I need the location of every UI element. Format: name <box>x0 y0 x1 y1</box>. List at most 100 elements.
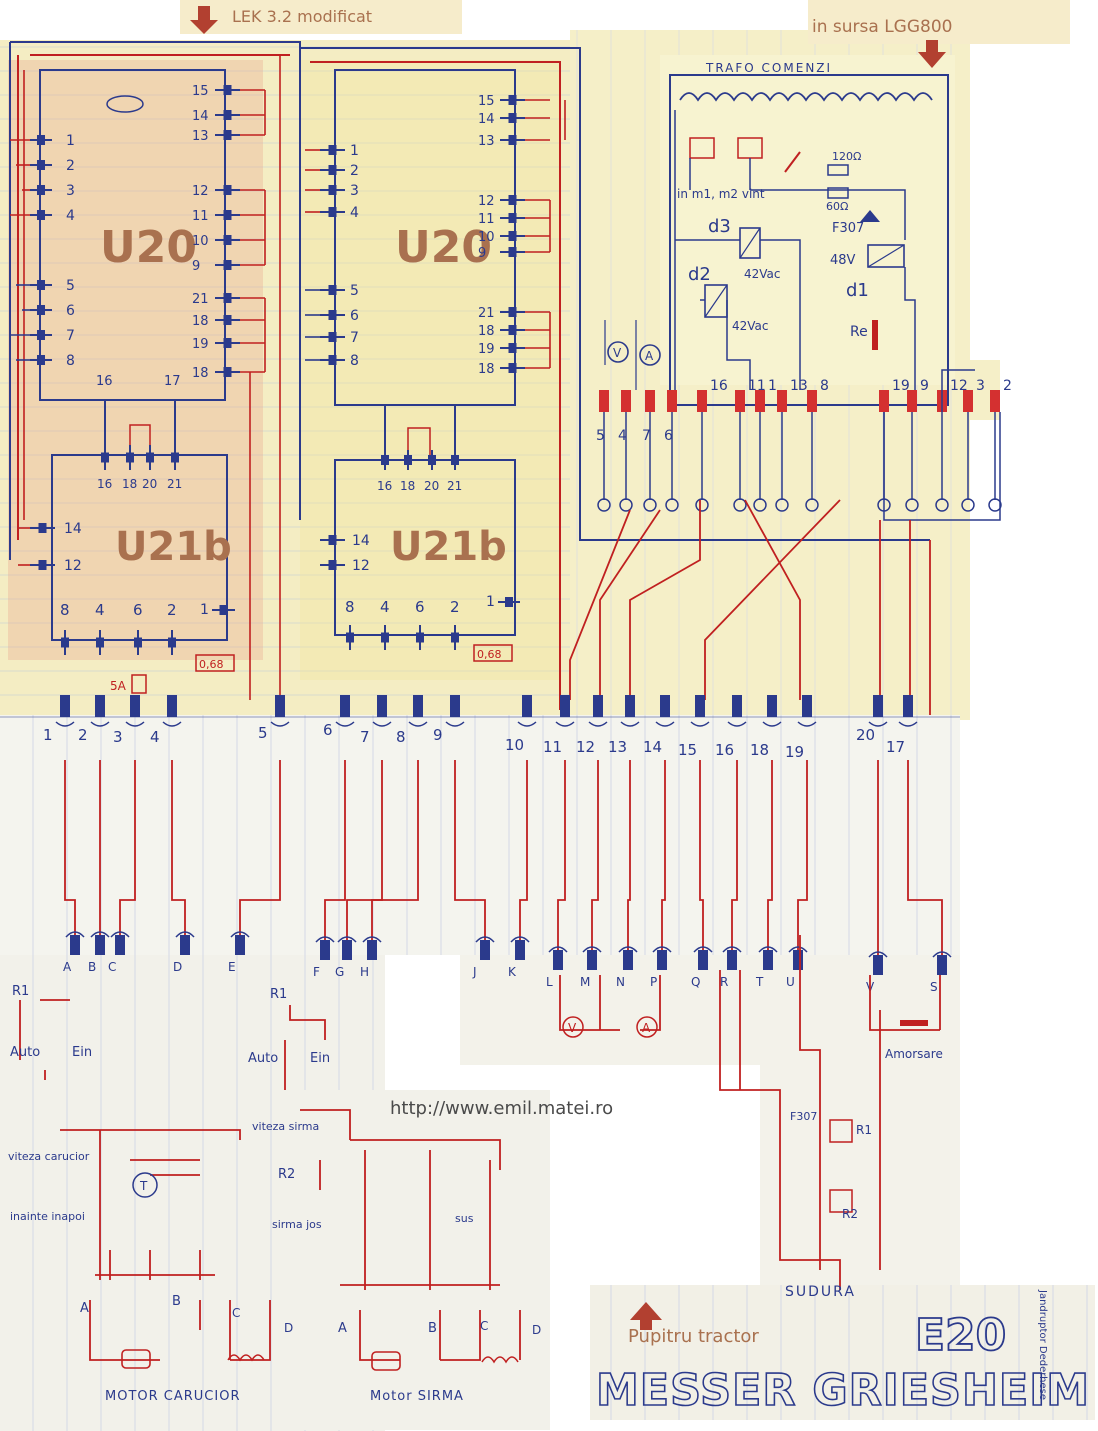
relay-terminal: 8 <box>805 378 829 512</box>
mid-motor-a: A <box>338 1321 347 1336</box>
connector-top-pin: 10 <box>505 695 537 754</box>
connector-top-pin: 7 <box>360 695 392 746</box>
fuse-5a: 5A <box>110 674 147 694</box>
d1-label: d1 <box>846 280 869 301</box>
u21b-left-top-pin-label: 16 <box>97 477 112 491</box>
source-note-text: in sursa LGG800 <box>812 17 952 37</box>
left-dir: inainte inapoi <box>10 1210 85 1223</box>
left-motor-d: D <box>284 1321 293 1335</box>
mid-labels: R1 Auto Ein viteza sirma R2 sirma jos su… <box>248 987 541 1404</box>
r120-label: 120Ω <box>832 150 861 163</box>
connector-bottom-label: L <box>546 975 553 989</box>
u20-right-pin-label: 5 <box>350 283 359 299</box>
u20-left-pin-stub <box>215 210 240 220</box>
u20-left-pin-label: 19 <box>192 337 209 352</box>
relay-terminal: 3 <box>961 378 985 512</box>
u20-left-pin-label: 9 <box>192 259 200 274</box>
u21b-left-bottom-pin-stub <box>168 630 176 655</box>
connector-bottom-label: H <box>360 965 369 979</box>
mid-motor-name: Motor SIRMA <box>370 1389 464 1404</box>
right-amorsare: Amorsare <box>885 1047 943 1061</box>
u21b-right-top-pin-label: 20 <box>424 479 439 493</box>
u20-right-pin-label: 13 <box>478 134 495 149</box>
connector-bottom-pin: T <box>755 946 778 989</box>
left-auto: Auto <box>10 1045 40 1060</box>
u20-left-pin-label: 6 <box>66 303 75 319</box>
u21b-right-top-pin-stub <box>428 450 436 470</box>
relay-terminal: 1 <box>753 378 777 512</box>
mid-ein: Ein <box>310 1051 330 1066</box>
u20-left-pin-stub <box>30 185 52 195</box>
connector-top-label: 4 <box>150 728 160 746</box>
u21b-left-side-pin-stub <box>30 523 55 533</box>
mid-sirma-jos: sirma jos <box>272 1218 322 1231</box>
u20-right-pin-stub <box>320 310 345 320</box>
u20-right-pin-label: 10 <box>478 230 495 245</box>
left-t: T <box>139 1179 148 1193</box>
left-motor-c: C <box>232 1306 240 1320</box>
relay-terminal: 9 <box>905 378 929 512</box>
relay-terminal-label: 16 <box>710 378 728 394</box>
u20-right-pin-label: 11 <box>478 212 495 227</box>
left-motor-a: A <box>80 1301 89 1316</box>
u20-right-pin-label: 12 <box>478 194 495 209</box>
u20-left-pin-stub <box>215 338 240 348</box>
u20-right-pin-label: 14 <box>478 112 495 127</box>
u20-right-pin-stub <box>320 185 345 195</box>
u21b-right-bottom-pin-stub <box>498 597 520 607</box>
yellow-wash <box>300 60 560 680</box>
meter-a-label: A <box>645 349 654 363</box>
connector-bottom-pin: P <box>650 946 672 989</box>
u20-right-pin-stub <box>500 247 525 257</box>
u20-right-pin-stub <box>320 207 345 217</box>
u21b-left-top-pin-label: 18 <box>122 477 137 491</box>
mid-auto: Auto <box>248 1051 278 1066</box>
u20-left-pin-stub <box>215 85 240 95</box>
mid-motor-c: C <box>480 1319 488 1333</box>
connector-top-pin: 19 <box>785 695 817 761</box>
connector-bottom-pin: N <box>616 946 638 989</box>
u21b-right-bottom-pin-stub <box>451 625 459 650</box>
u20-right-pin-label: 7 <box>350 330 359 346</box>
trafo-label: TRAFO COMENZI <box>705 61 832 75</box>
u20-left-label: U20 <box>100 222 197 273</box>
relay-terminal-label: 6 <box>664 428 673 444</box>
u21b-right-side-pin-label: 12 <box>352 558 370 574</box>
connector-wires <box>64 760 943 955</box>
u20-right-pin-label: 2 <box>350 163 359 179</box>
u21b-right-bottom-pin-stub <box>416 625 424 650</box>
u20-left-pin-stub <box>215 260 240 270</box>
u20-left-pin-label: 13 <box>192 129 209 144</box>
u20-left-pin-label: 10 <box>192 234 209 249</box>
connector-bottom-pin: D <box>173 931 195 974</box>
connector-top-label: 3 <box>113 728 123 746</box>
u21b-left-top-pin-label: 21 <box>167 477 182 491</box>
connector-bottom-label: Q <box>691 975 700 989</box>
connector-bottom-label: U <box>786 975 795 989</box>
connector-top-pin: 3 <box>113 695 145 746</box>
connector-top-pin: 1 <box>43 695 75 744</box>
u20-right-pin-stub <box>320 165 345 175</box>
u20-left-pin-stub <box>30 160 52 170</box>
fuse-5a-label: 5A <box>110 679 127 693</box>
connector-top-pin: 9 <box>433 695 465 744</box>
connector-top-label: 10 <box>505 736 524 754</box>
u20-left-pin-stub <box>30 280 52 290</box>
u21b-right-block: U21b <box>334 459 516 636</box>
meter-v-label: V <box>613 346 622 360</box>
connector-bottom-pin: Q <box>691 946 713 989</box>
u20-left-pin-label: 18 <box>192 314 209 329</box>
r60-label: 60Ω <box>826 200 848 213</box>
connector-bottom-label: B <box>88 960 96 974</box>
connector-bottom-pin: B <box>88 931 110 974</box>
u21b-right-bottom-pin-label: 2 <box>450 598 460 616</box>
u21b-left-label: U21b <box>115 524 232 570</box>
connector-bottom-pin: H <box>360 936 382 979</box>
relay-inputs-label: in m1, m2 vint <box>677 187 765 201</box>
